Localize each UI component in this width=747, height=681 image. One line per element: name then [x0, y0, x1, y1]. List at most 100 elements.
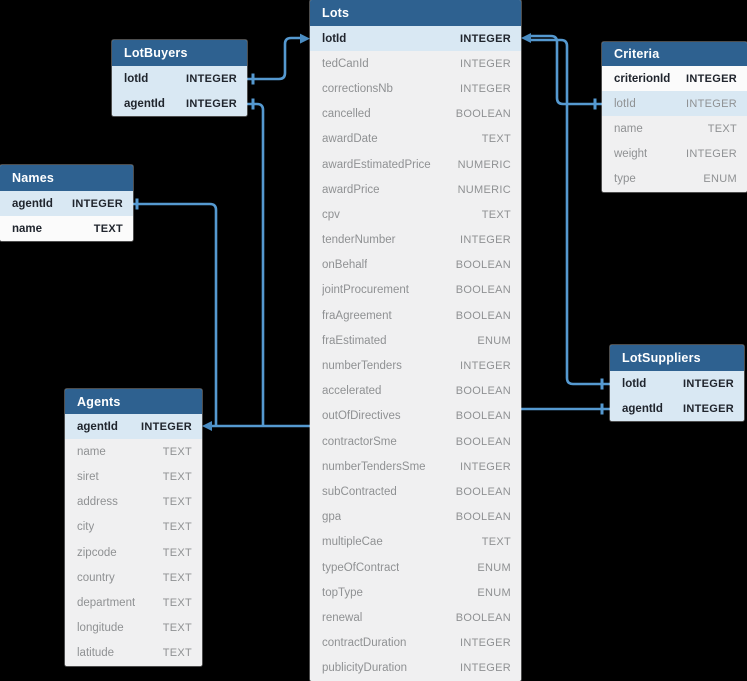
- column-name: correctionsNb: [322, 82, 393, 95]
- column-type: TEXT: [162, 521, 192, 534]
- column-type: BOOLEAN: [455, 485, 511, 498]
- column-name: name: [77, 445, 106, 458]
- column-name: jointProcurement: [322, 284, 409, 297]
- column-name: awardDate: [322, 133, 378, 146]
- column-type: BOOLEAN: [455, 309, 511, 322]
- relation-tick-icon: [593, 98, 597, 110]
- column-name: type: [614, 173, 636, 186]
- column-name: criterionId: [614, 72, 671, 85]
- column-type: BOOLEAN: [455, 259, 511, 272]
- column-row-lots-onBehalf[interactable]: onBehalf BOOLEAN: [310, 252, 521, 278]
- column-type: BOOLEAN: [455, 435, 511, 448]
- column-name: topType: [322, 586, 363, 599]
- table-header-lotbuyers[interactable]: LotBuyers: [112, 40, 247, 66]
- column-row-agents-address[interactable]: address TEXT: [65, 489, 202, 515]
- table-header-criteria[interactable]: Criteria: [602, 42, 747, 66]
- column-type: ENUM: [477, 561, 511, 574]
- relation-tick-icon: [135, 198, 139, 210]
- column-name: onBehalf: [322, 259, 368, 272]
- column-name: renewal: [322, 611, 363, 624]
- table-header-lots[interactable]: Lots: [310, 0, 521, 26]
- column-name: awardPrice: [322, 183, 380, 196]
- column-name: lotId: [614, 97, 636, 110]
- column-name: address: [77, 496, 118, 509]
- column-type: INTEGER: [460, 82, 511, 95]
- column-row-lots-contractorSme[interactable]: contractorSme BOOLEAN: [310, 429, 521, 455]
- column-type: ENUM: [477, 334, 511, 347]
- column-row-agents-name[interactable]: name TEXT: [65, 439, 202, 465]
- column-name: agentId: [77, 420, 118, 433]
- table-header-names[interactable]: Names: [0, 165, 133, 191]
- column-row-lots-numberTendersSme[interactable]: numberTendersSme INTEGER: [310, 454, 521, 480]
- column-type: TEXT: [162, 571, 192, 584]
- column-type: TEXT: [93, 222, 123, 235]
- table-header-agents[interactable]: Agents: [65, 389, 202, 414]
- column-type: NUMERIC: [457, 183, 511, 196]
- column-type: TEXT: [162, 546, 192, 559]
- column-name: agentId: [124, 97, 165, 110]
- column-name: numberTenders: [322, 360, 402, 373]
- column-type: TEXT: [162, 445, 192, 458]
- column-type: INTEGER: [460, 460, 511, 473]
- column-type: TEXT: [481, 133, 511, 146]
- column-row-lots-awardDate[interactable]: awardDate TEXT: [310, 126, 521, 152]
- column-name: agentId: [622, 402, 663, 415]
- relation-tick-icon: [600, 403, 604, 415]
- column-row-lots-correctionsNb[interactable]: correctionsNb INTEGER: [310, 76, 521, 102]
- column-type: TEXT: [162, 622, 192, 635]
- column-row-lots-awardPrice[interactable]: awardPrice NUMERIC: [310, 177, 521, 203]
- relation-tick-icon: [600, 378, 604, 390]
- column-name: contractorSme: [322, 435, 397, 448]
- column-type: TEXT: [162, 496, 192, 509]
- column-name: name: [12, 222, 43, 235]
- column-row-names-name[interactable]: name TEXT: [0, 216, 133, 242]
- table-header-lotsuppliers[interactable]: LotSuppliers: [610, 345, 744, 371]
- column-name: numberTendersSme: [322, 460, 426, 473]
- relation-arrowhead-icon: [300, 33, 310, 44]
